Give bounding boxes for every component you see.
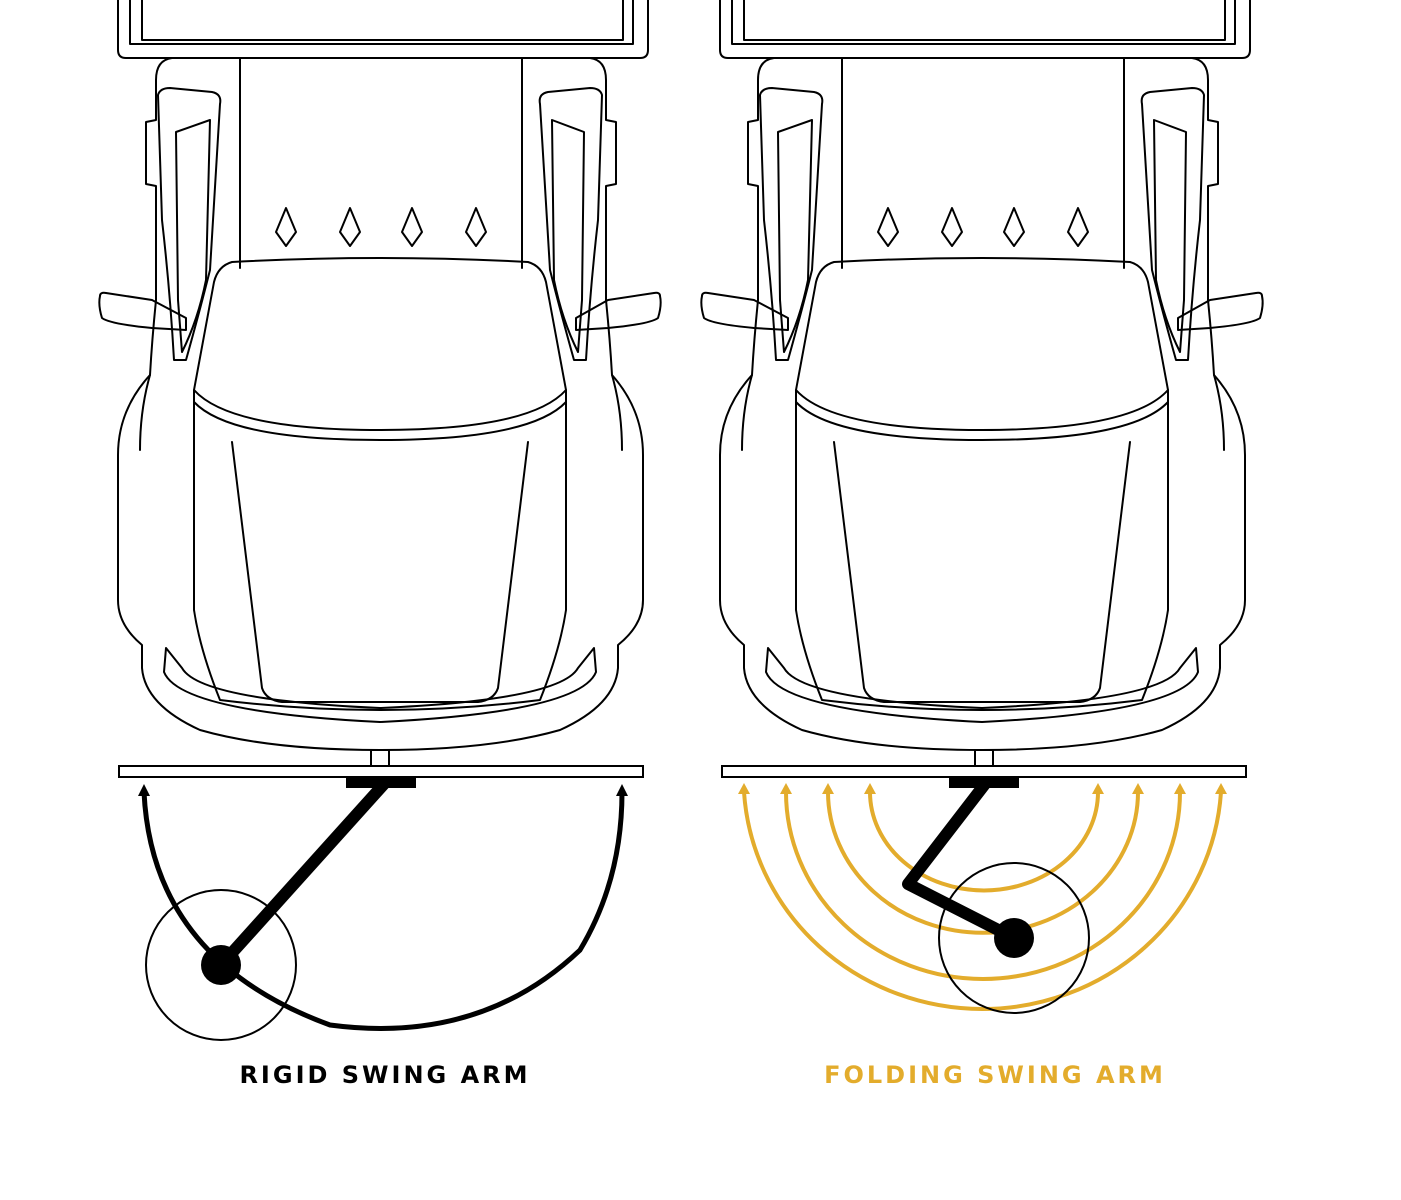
spare-tire-outline <box>145 889 297 1041</box>
arm-pivot-plate <box>949 777 1019 788</box>
folding-swing-arm-illustration <box>700 0 1264 1014</box>
rigid-arm <box>216 779 389 970</box>
arrowhead-icons <box>738 783 1227 794</box>
truck-icon <box>98 0 662 751</box>
arm-end-joint <box>201 945 241 985</box>
folding-arm <box>902 780 1017 944</box>
arm-end-joint <box>994 918 1034 958</box>
truck-icon <box>700 0 1264 751</box>
mount-bar <box>118 765 644 778</box>
rigid-swing-arm-caption: RIGID SWING ARM <box>239 1061 531 1089</box>
arrowhead-icon <box>138 784 150 796</box>
swing-path-arcs <box>742 791 1223 1012</box>
rigid-swing-arm-illustration <box>98 0 662 1041</box>
spare-tire-outline <box>938 862 1090 1014</box>
hitch-receiver <box>974 749 994 767</box>
swing-path-arc <box>141 791 625 1031</box>
folding-swing-arm-caption: FOLDING SWING ARM <box>824 1061 1166 1089</box>
hitch-receiver <box>370 749 390 767</box>
mount-bar <box>721 765 1247 778</box>
arrowhead-icon <box>616 784 628 796</box>
